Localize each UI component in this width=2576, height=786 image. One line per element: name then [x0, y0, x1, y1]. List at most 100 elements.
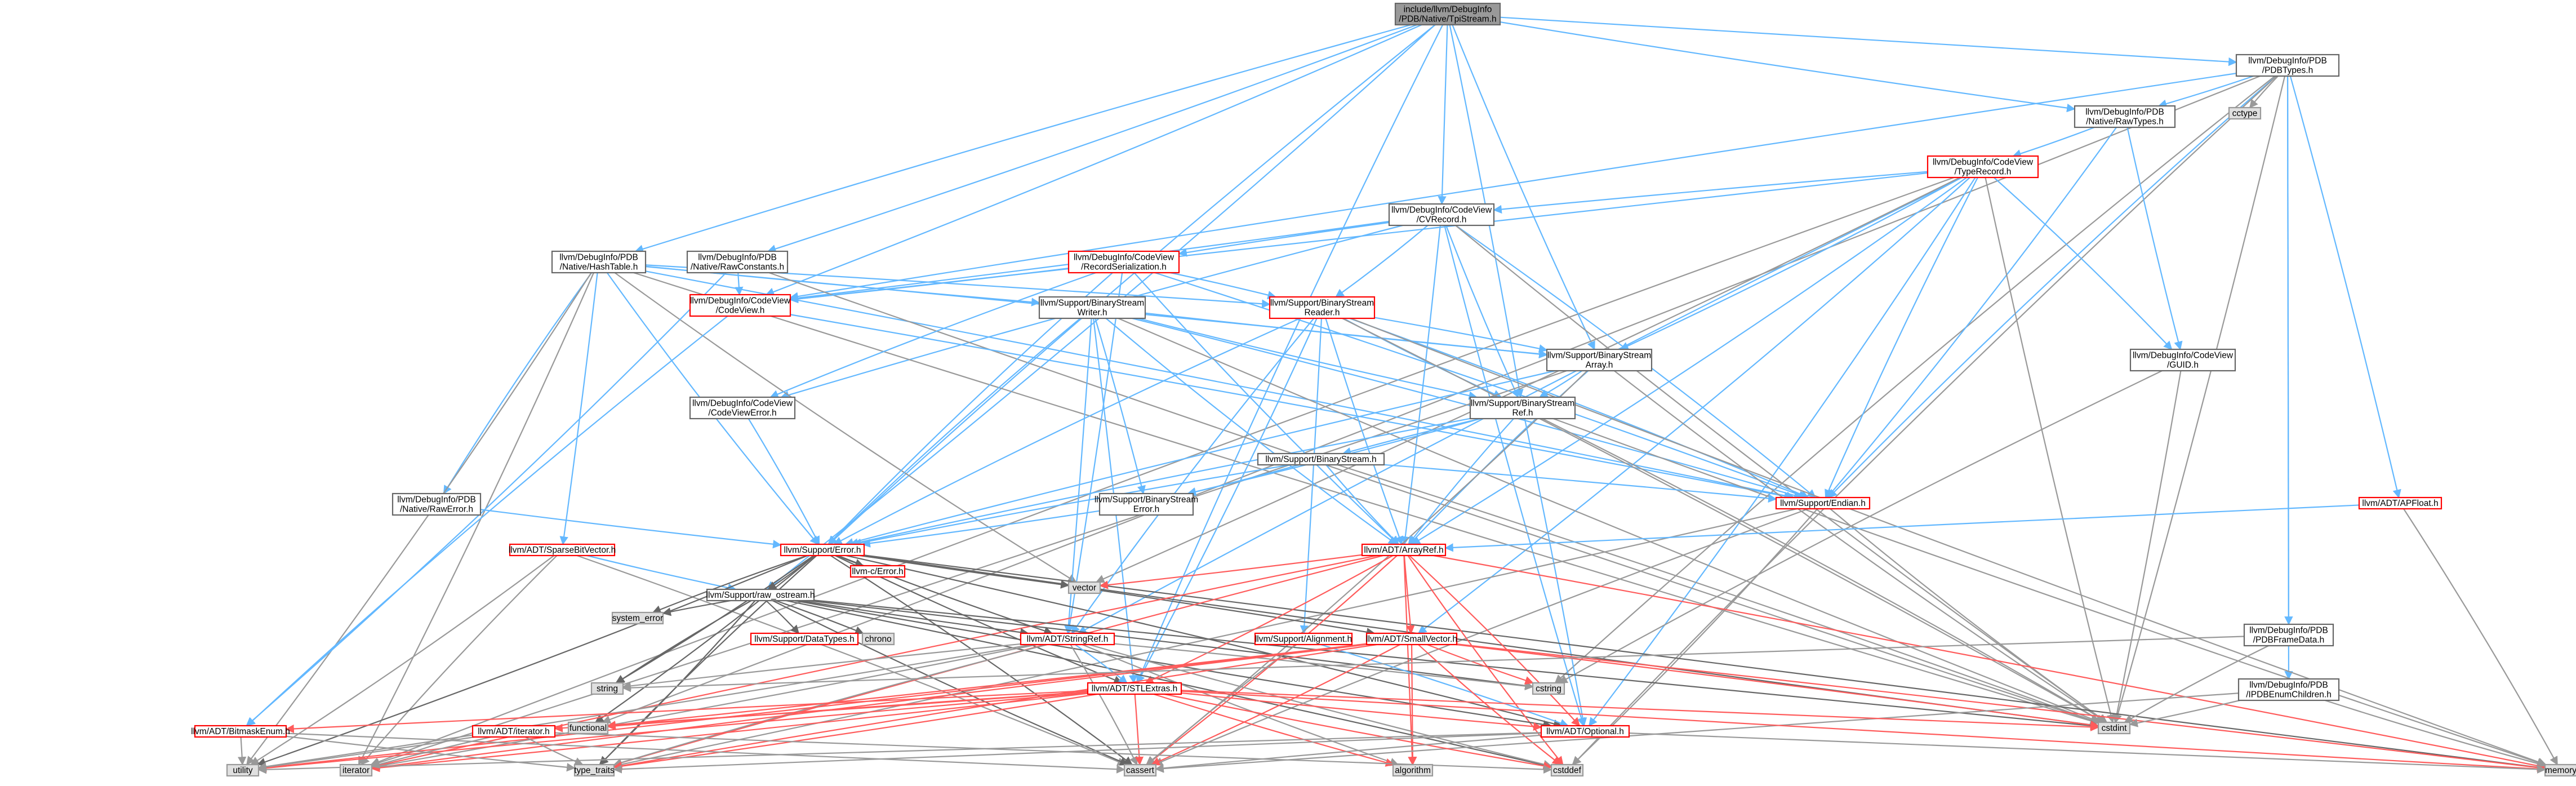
node-vector-label: vector [1073, 583, 1096, 593]
node-rawconstants-label: llvm/DebugInfo/PDB [698, 253, 777, 263]
node-vector: vector [1067, 581, 1101, 594]
edge-rawostream-to-cassert [772, 600, 1129, 766]
node-cvrecord[interactable]: llvm/DebugInfo/CodeView/CVRecord.h [1388, 203, 1495, 227]
node-cstdint-label: cstdint [2102, 723, 2127, 733]
node-bitmaskenum-box [194, 725, 287, 738]
node-string: string [590, 682, 624, 695]
edge-stringref-to-utility [257, 643, 1033, 771]
edge-recordser-to-arrayref [1133, 272, 1399, 545]
node-codeview[interactable]: llvm/DebugInfo/CodeView/CodeView.h [689, 294, 791, 317]
node-utility-label: utility [233, 766, 253, 775]
node-hashtable[interactable]: llvm/DebugInfo/PDB/Native/HashTable.h [551, 250, 647, 274]
node-stlextras[interactable]: llvm/ADT/STLExtras.h [1087, 682, 1182, 695]
node-guid[interactable]: llvm/DebugInfo/CodeView/GUID.h [2129, 348, 2236, 372]
node-pdbframedata-box [2243, 623, 2334, 647]
node-smallvector[interactable]: llvm/ADT/SmallVector.h [1365, 632, 1458, 646]
edge-codeview-to-endian [790, 314, 1793, 500]
node-chrono-box [861, 632, 895, 646]
node-rawostream[interactable]: llvm/Support/raw_ostream.h [706, 588, 815, 602]
node-apfloat[interactable]: llvm/ADT/APFloat.h [2358, 496, 2442, 510]
node-optional-label: llvm/ADT/Optional.h [1546, 727, 1624, 736]
edge-arrayref-to-optional [1409, 555, 1581, 727]
edge-smallvector-to-utility [257, 643, 1367, 772]
edge-stringref-to-stlextras [1074, 644, 1128, 683]
edge-bswriter-to-arrayref [1105, 318, 1398, 545]
node-memory-box [2544, 763, 2576, 777]
edge-rawtypes-to-guid [2126, 127, 2183, 350]
node-cverror-label: llvm/DebugInfo/CodeView [692, 399, 793, 408]
edge-rawerror-to-supporterror [480, 509, 782, 549]
edge-bsreader-to-stlextras [1136, 318, 1318, 684]
node-bserror-box [1098, 492, 1194, 516]
edge-root-to-bsarray [1452, 24, 1595, 350]
node-typerecord[interactable]: llvm/DebugInfo/CodeView/TypeRecord.h [1927, 155, 2039, 179]
edge-hashtable-to-cstdint [633, 272, 2099, 725]
node-sparsebit[interactable]: llvm/ADT/SparseBitVector.h [509, 543, 616, 557]
node-stlextras-box [1087, 682, 1182, 695]
node-pdbtypes[interactable]: llvm/DebugInfo/PDB/PDBTypes.h [2235, 54, 2340, 77]
node-pdbenum[interactable]: llvm/DebugInfo/PDB/IPDBEnumChildren.h [2237, 678, 2340, 701]
node-pdbframedata-label: /PDBFrameData.h [2253, 636, 2325, 645]
node-cerror[interactable]: llvm-c/Error.h [849, 565, 906, 578]
edge-bsref-to-arrayref [1408, 418, 1514, 545]
edge-bsreader-to-alignment [1300, 318, 1323, 634]
node-supporterror[interactable]: llvm/Support/Error.h [780, 543, 865, 557]
edge-root-to-stlextras [1136, 24, 1444, 684]
edge-bsarray-to-bsref [1539, 370, 1583, 398]
node-cvrecord-label: /CVRecord.h [1417, 215, 1467, 225]
edge-adtiterator-to-utility [257, 736, 475, 771]
edge-rawostream-to-datatypes [766, 600, 800, 634]
edge-pdbenum-to-memory [2324, 699, 2546, 768]
node-bitmaskenum-label: llvm/ADT/BitmaskEnum.h [191, 727, 290, 736]
node-bsreader-label: llvm/Support/BinaryStream [1270, 299, 1374, 308]
edge-bswriter-to-bsarray [1145, 312, 1548, 358]
edge-recordser-to-cverror [769, 272, 1096, 398]
node-rawconstants[interactable]: llvm/DebugInfo/PDB/Native/RawConstants.h [686, 250, 789, 274]
edge-stringref-to-string [622, 643, 1021, 691]
node-pdbenum-label: llvm/DebugInfo/PDB [2249, 681, 2328, 690]
edge-pdbenum-to-cstdint [2129, 699, 2240, 727]
node-endian[interactable]: llvm/Support/Endian.h [1775, 496, 1871, 510]
edge-rawostream-to-optional [794, 600, 1552, 729]
node-rawtypes[interactable]: llvm/DebugInfo/PDB/Native/RawTypes.h [2074, 105, 2176, 128]
node-guid-label: llvm/DebugInfo/CodeView [2133, 351, 2234, 361]
edge-pdbframedata-to-string [622, 636, 2245, 692]
edge-endian-to-typetraits [613, 508, 1798, 769]
edge-binarystream-to-cstdint [1337, 464, 2099, 725]
node-recordser[interactable]: llvm/DebugInfo/CodeView/RecordSerializat… [1067, 250, 1180, 274]
node-alignment[interactable]: llvm/Support/Alignment.h [1254, 632, 1353, 646]
node-datatypes[interactable]: llvm/Support/DataTypes.h [750, 632, 859, 646]
node-optional[interactable]: llvm/ADT/Optional.h [1540, 725, 1630, 738]
node-cstring-box [1532, 682, 1565, 695]
edge-stlextras-to-functional [607, 691, 1088, 731]
node-stringref[interactable]: llvm/ADT/StringRef.h [1020, 632, 1115, 646]
edge-rawconstants-to-bitmaskenum [246, 272, 727, 727]
node-sparsebit-label: llvm/ADT/SparseBitVector.h [509, 545, 616, 555]
node-hashtable-label: /Native/HashTable.h [560, 263, 638, 272]
node-rawostream-label: llvm/Support/raw_ostream.h [706, 590, 815, 600]
node-cverror[interactable]: llvm/DebugInfo/CodeView/CodeViewError.h [689, 396, 796, 420]
node-pdbframedata[interactable]: llvm/DebugInfo/PDB/PDBFrameData.h [2243, 623, 2334, 647]
node-memory-label: memory [2545, 766, 2576, 775]
node-cctype-box [2228, 106, 2262, 120]
node-typerecord-label: /TypeRecord.h [1955, 167, 2012, 177]
edge-typerecord-to-bsarray [1620, 177, 1962, 350]
node-root[interactable]: include/llvm/DebugInfo/PDB/Native/TpiStr… [1394, 2, 1501, 26]
node-bitmaskenum[interactable]: llvm/ADT/BitmaskEnum.h [191, 725, 290, 738]
node-arrayref[interactable]: llvm/ADT/ArrayRef.h [1361, 543, 1447, 557]
node-binarystream[interactable]: llvm/Support/BinaryStream.h [1257, 452, 1385, 466]
edge-guid-to-cstdint [2112, 370, 2182, 723]
node-string-label: string [597, 684, 618, 694]
node-adtiterator[interactable]: llvm/ADT/iterator.h [471, 725, 556, 738]
node-cvrecord-label: llvm/DebugInfo/CodeView [1391, 206, 1492, 215]
edge-rawtypes-to-typerecord [2012, 126, 2095, 158]
edge-bsreader-to-cstdint [1342, 318, 2105, 723]
edge-stringref-to-algorithm [1082, 643, 1399, 766]
edge-arrayref-to-stlextras [1145, 555, 1394, 683]
node-rawerror[interactable]: llvm/DebugInfo/PDB/Native/RawError.h [391, 492, 482, 516]
